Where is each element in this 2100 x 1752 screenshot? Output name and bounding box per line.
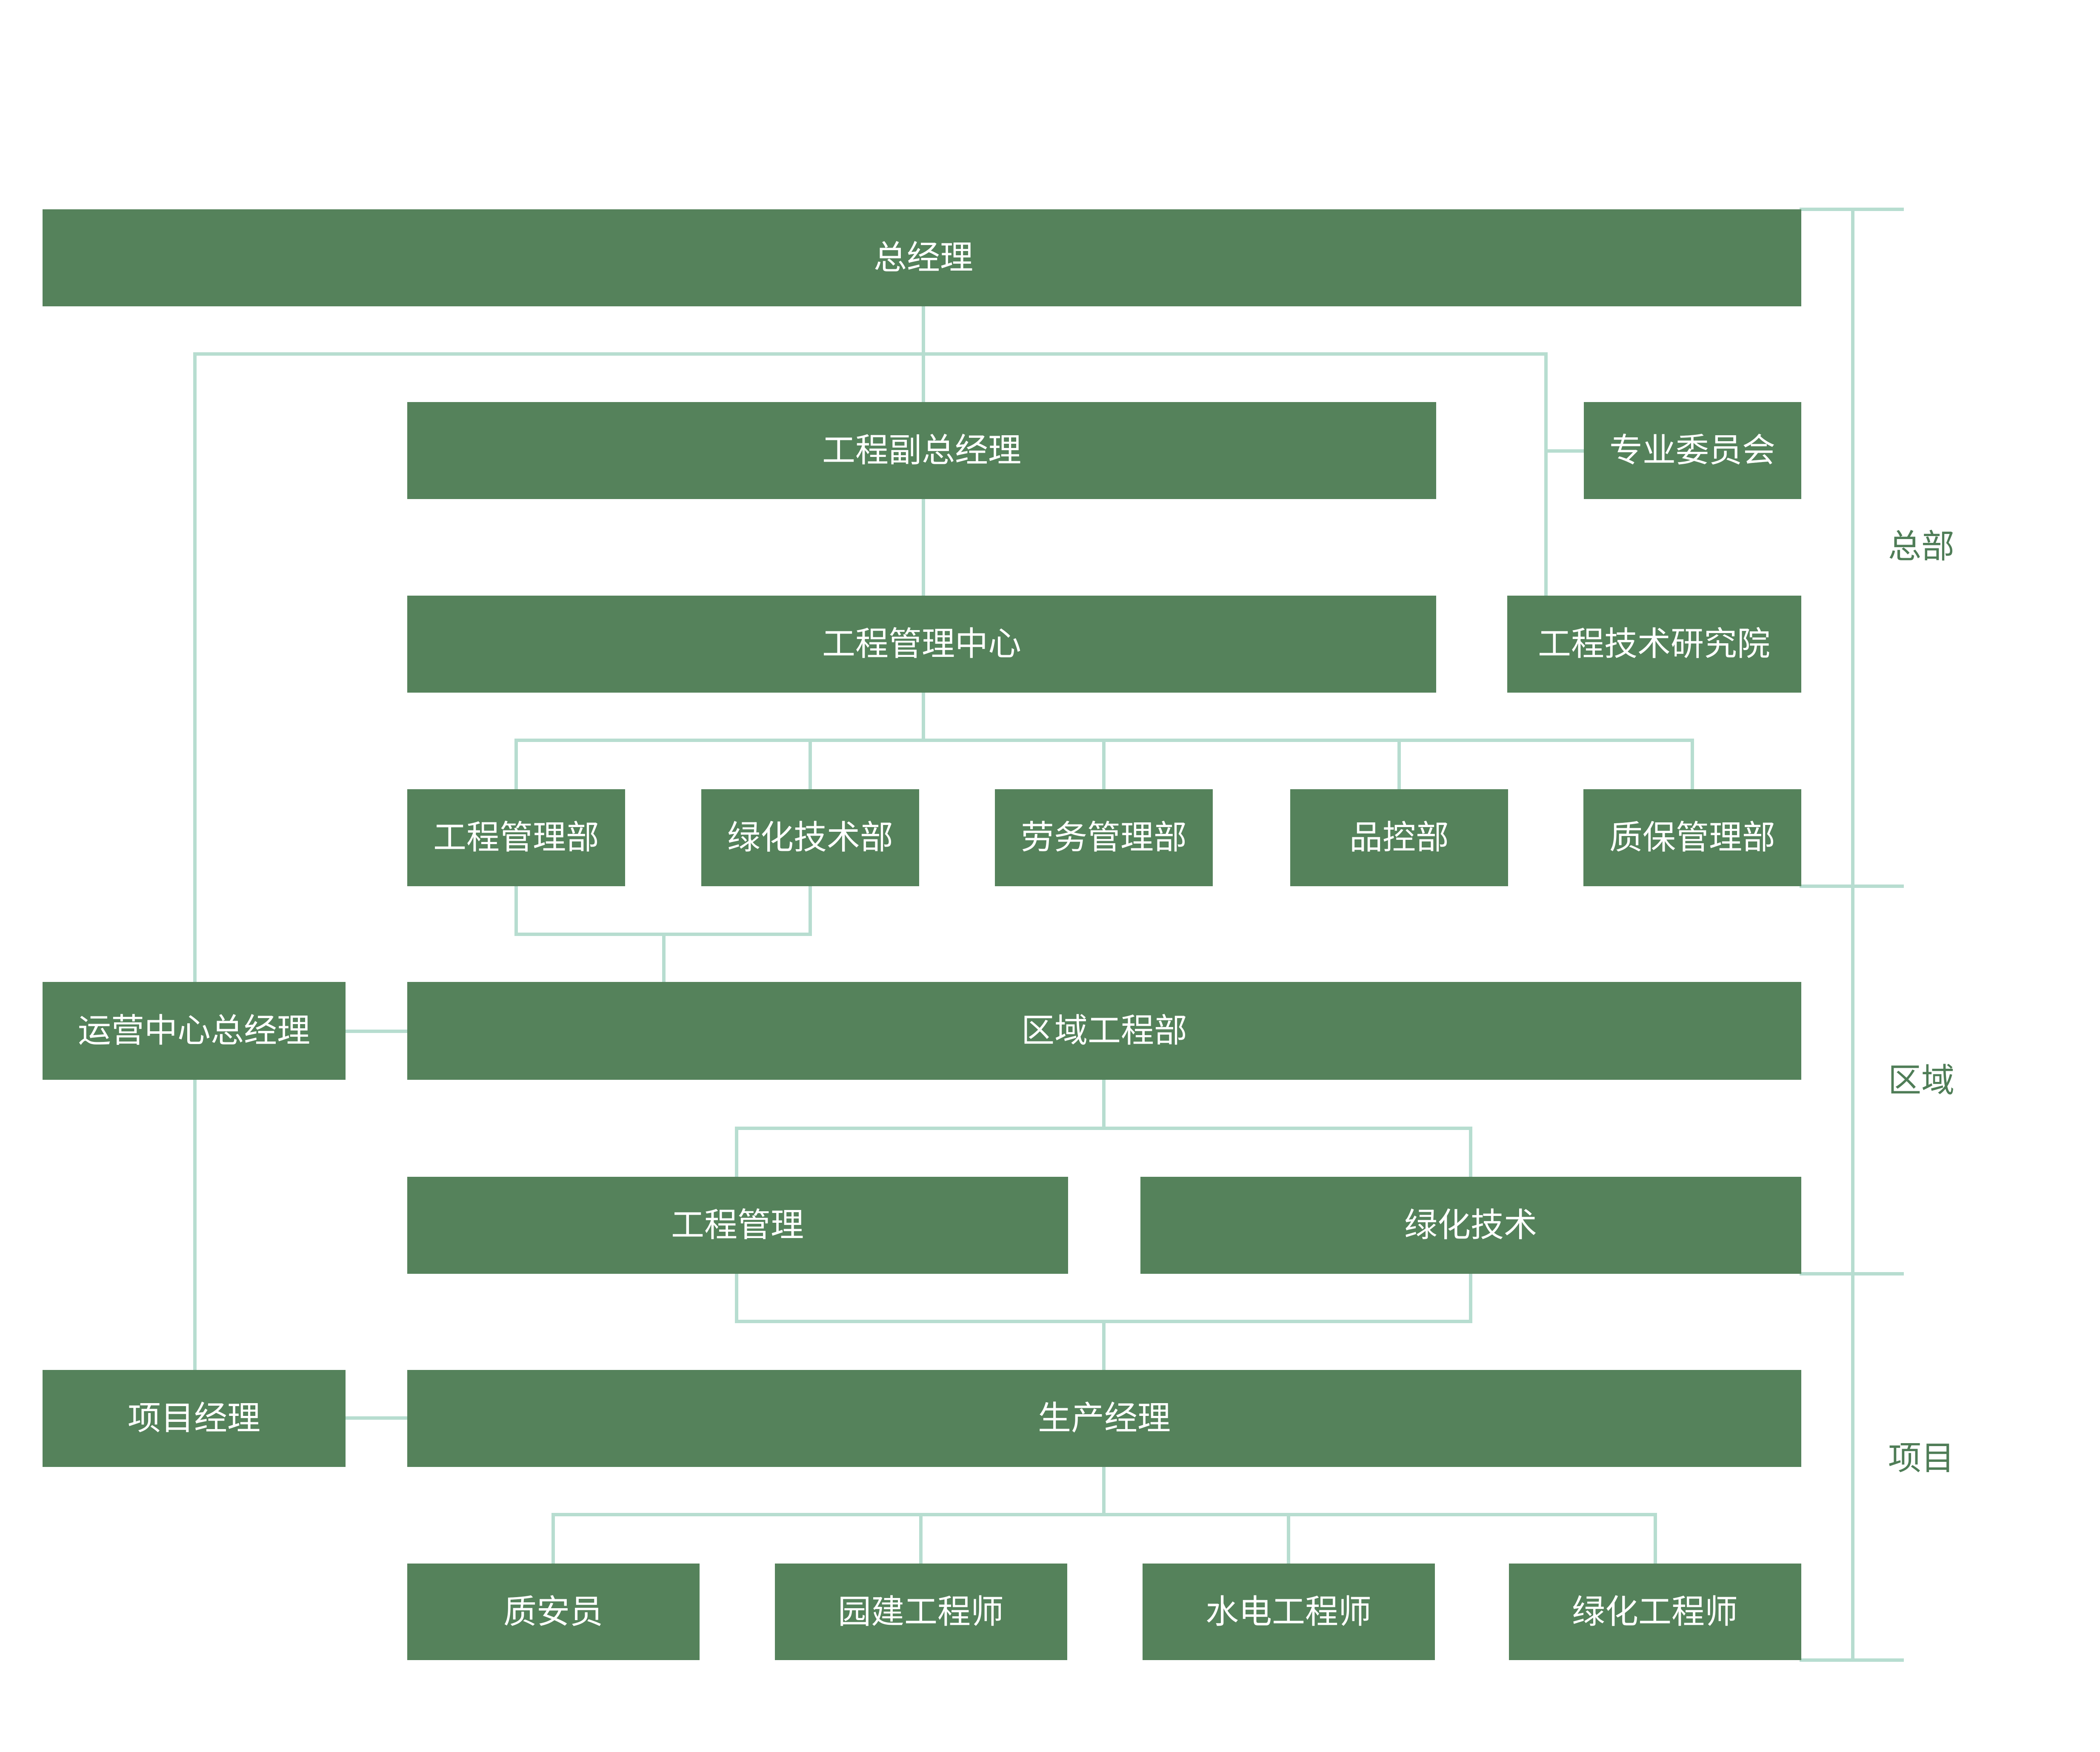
node-general-manager: 总经理 — [43, 209, 1801, 306]
node-operations-center-gm: 运营中心总经理 — [43, 982, 346, 1080]
node-safety-quality-officer: 质安员 — [407, 1564, 700, 1660]
node-label: 绿化工程师 — [1572, 1593, 1738, 1631]
node-project-manager: 项目经理 — [43, 1370, 346, 1467]
node-greening-tech-dept: 绿化技术部 — [701, 789, 919, 886]
node-label: 水电工程师 — [1206, 1593, 1371, 1631]
level-label-region: 区域 — [1888, 1061, 1954, 1100]
node-label: 生产经理 — [1038, 1399, 1171, 1438]
node-engineering-management-dept: 工程管理部 — [407, 789, 625, 886]
node-greening-tech: 绿化技术 — [1140, 1177, 1801, 1274]
node-label: 质保管理部 — [1609, 819, 1775, 857]
node-engineering-management-center: 工程管理中心 — [407, 596, 1436, 693]
node-engineering-deputy-gm: 工程副总经理 — [407, 402, 1436, 499]
node-greening-engineer: 绿化工程师 — [1509, 1564, 1801, 1660]
node-professional-committee: 专业委员会 — [1584, 402, 1801, 499]
node-label: 工程管理部 — [433, 819, 599, 857]
node-label: 工程副总经理 — [822, 431, 1021, 470]
node-label: 绿化技术 — [1404, 1206, 1537, 1244]
node-warranty-management-dept: 质保管理部 — [1583, 789, 1801, 886]
node-landscape-engineer: 园建工程师 — [775, 1564, 1067, 1660]
node-label: 运营中心总经理 — [78, 1012, 310, 1050]
node-label: 项目经理 — [128, 1399, 260, 1438]
level-label-project: 项目 — [1888, 1439, 1954, 1478]
node-label: 专业委员会 — [1609, 431, 1775, 470]
node-label: 总经理 — [874, 239, 973, 277]
node-label: 区域工程部 — [1021, 1012, 1187, 1050]
node-label: 品控部 — [1349, 819, 1449, 857]
node-engineering-management: 工程管理 — [407, 1177, 1068, 1274]
level-label-headquarters: 总部 — [1888, 528, 1954, 566]
node-label: 工程管理中心 — [822, 625, 1021, 663]
connector-lines — [193, 208, 1904, 1662]
node-engineering-tech-institute: 工程技术研究院 — [1507, 596, 1801, 693]
node-labor-management-dept: 劳务管理部 — [995, 789, 1213, 886]
node-label: 工程管理 — [671, 1206, 804, 1244]
node-label: 质安员 — [503, 1593, 603, 1631]
node-label: 绿化技术部 — [727, 819, 893, 857]
node-quality-control-dept: 品控部 — [1290, 789, 1508, 886]
node-mep-engineer: 水电工程师 — [1143, 1564, 1435, 1660]
node-label: 工程技术研究院 — [1538, 625, 1770, 663]
node-production-manager: 生产经理 — [407, 1370, 1801, 1467]
node-label: 园建工程师 — [838, 1593, 1004, 1631]
node-regional-engineering-dept: 区域工程部 — [407, 982, 1801, 1080]
node-label: 劳务管理部 — [1021, 819, 1187, 857]
